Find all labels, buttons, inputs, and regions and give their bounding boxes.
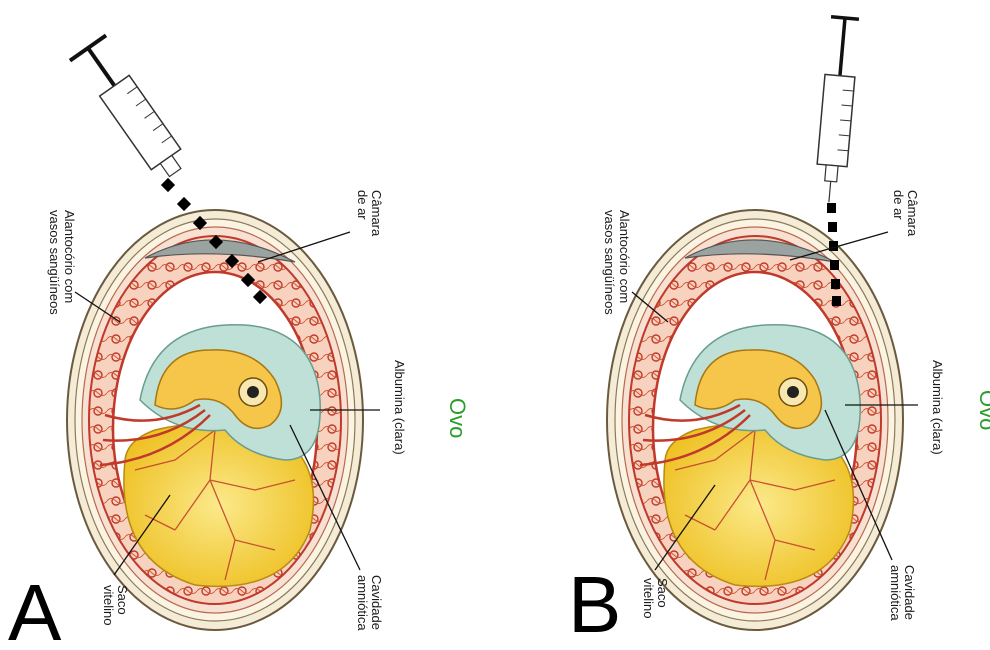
panel-a: Câmara de ar Alantocório com vasos sangü… — [8, 35, 470, 650]
label-amniotic-cavity: Cavidade — [902, 565, 917, 620]
label-albumen: Albumina (clara) — [392, 360, 407, 455]
label-amniotic-cavity-2: amniótica — [355, 575, 370, 631]
label-amniotic-cavity: Cavidade — [369, 575, 384, 630]
label-air-chamber-2: de ar — [891, 190, 906, 220]
caption-ovo: Ovo — [445, 398, 470, 438]
syringe-icon — [70, 35, 193, 185]
label-allantochorion: Alantocório com — [617, 210, 632, 303]
syringe-icon — [814, 17, 860, 204]
label-yolk-sac-2: vitelino — [641, 578, 656, 618]
label-yolk-sac: Saco — [115, 585, 130, 615]
label-allantochorion-2: vasos sangüíneos — [602, 210, 617, 315]
egg-illustration — [607, 210, 903, 630]
caption-ovo: Ovo — [975, 390, 990, 430]
label-yolk-sac: Saco — [655, 578, 670, 608]
label-yolk-sac-2: vitelino — [101, 585, 116, 625]
label-air-chamber-2: de ar — [355, 190, 370, 220]
egg-illustration — [67, 210, 363, 630]
panel-letter: A — [8, 568, 62, 650]
panel-b: Câmara de ar Alantocório com vasos sangü… — [568, 17, 990, 649]
label-amniotic-cavity-2: amniótica — [888, 565, 903, 621]
label-air-chamber: Câmara — [369, 190, 384, 237]
label-allantochorion-2: vasos sangüíneos — [47, 210, 62, 315]
label-air-chamber: Câmara — [905, 190, 920, 237]
panel-letter: B — [568, 560, 621, 649]
label-allantochorion: Alantocório com — [62, 210, 77, 303]
label-albumen: Albumina (clara) — [930, 360, 945, 455]
